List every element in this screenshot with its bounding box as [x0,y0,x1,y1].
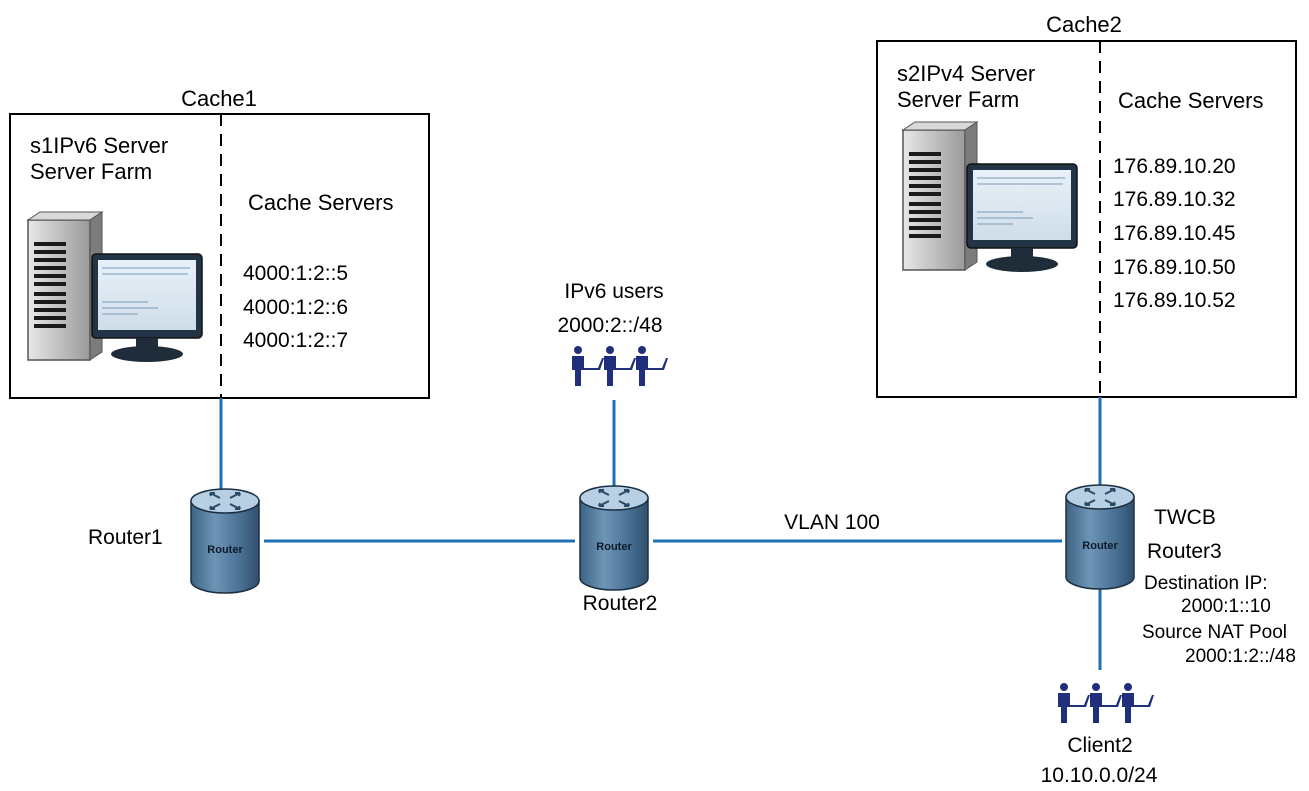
svg-text:Router: Router [1082,540,1118,552]
router1-label: Router1 [88,526,163,549]
router3-dest-value: 2000:1::10 [1181,596,1271,617]
ipv6-users-prefix: 2000:2::/48 [557,314,663,337]
cache2-server-ip: 176.89.10.52 [1113,289,1236,312]
router3-icon: Router [1065,484,1135,590]
cache1-farm-line2: Server Farm [30,159,153,184]
router2-label: Router2 [582,592,658,615]
cache2-server-ip: 176.89.10.20 [1113,155,1236,178]
client2-users-icon [1058,683,1154,723]
router3-nat-label: Source NAT Pool [1142,622,1288,643]
router2-icon: Router [579,485,649,591]
cache2-farm-line2: Server Farm [897,87,1020,112]
cache1-title: Cache1 [181,86,257,111]
cache1-server-ip: 4000:1:2::5 [243,262,349,285]
cache2-server-ip: 176.89.10.32 [1113,188,1236,211]
router1-icon: Router [190,488,260,594]
svg-text:Router: Router [596,541,632,553]
vlan-label: VLAN 100 [784,511,880,534]
cache2-server-ip: 176.89.10.50 [1113,256,1236,279]
svg-text:Router: Router [207,544,243,556]
router3-dest-label: Destination IP: [1144,573,1268,594]
cache2-farm-line1: s2IPv4 Server [897,61,1036,86]
cache1-server-ip: 4000:1:2::7 [243,329,349,352]
client2-prefix: 10.10.0.0/24 [1040,764,1158,787]
cache2-server-ip: 176.89.10.45 [1113,222,1236,245]
router3-label: Router3 [1147,540,1222,563]
cache2-title: Cache2 [1046,12,1122,37]
cache2-servers-header: Cache Servers [1118,88,1264,113]
client2-title: Client2 [1067,734,1133,757]
cache1-farm-line1: s1IPv6 Server [30,133,169,158]
ipv6-users-icon [572,346,668,386]
cache1-servers-header: Cache Servers [248,190,394,215]
router3-twcb-label: TWCB [1154,506,1216,529]
cache1-server-ip: 4000:1:2::6 [243,296,349,319]
ipv6-users-title: IPv6 users [564,280,664,303]
router3-nat-value: 2000:1:2::/48 [1185,646,1296,667]
